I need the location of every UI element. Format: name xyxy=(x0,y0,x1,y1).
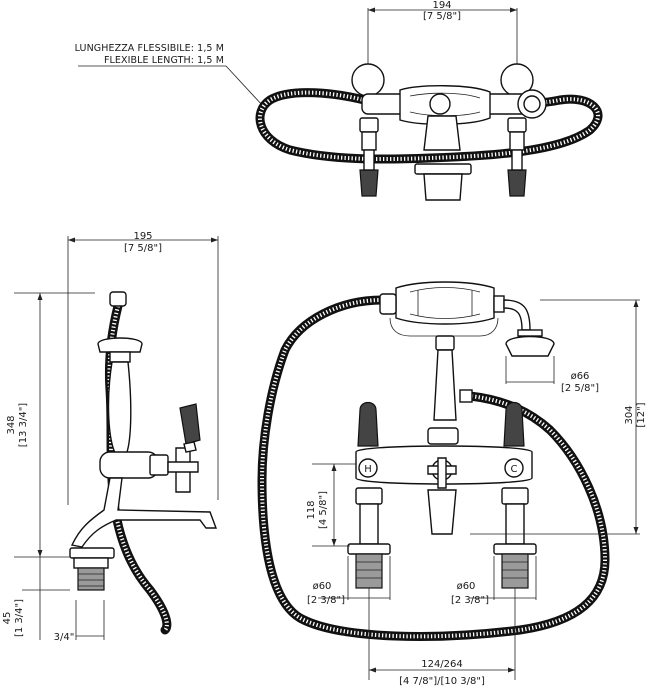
front-spout xyxy=(427,489,457,535)
front-hot-handle xyxy=(357,401,379,447)
side-base xyxy=(69,547,115,559)
hose-length-note-it: LUNGHEZZA FLESSIBILE: 1,5 M xyxy=(75,43,224,54)
top-view: 194 [7 5/8"] LUNGHEZZA FLESSIBILE: 1,5 M… xyxy=(75,0,603,201)
front-cold-handle xyxy=(503,401,525,447)
centers-in: [4 7/8"]/[10 3/8"] xyxy=(399,676,485,687)
side-shank-mm: 45 xyxy=(2,612,13,625)
side-spout xyxy=(70,477,218,548)
top-spout xyxy=(423,115,461,151)
front-shower-head xyxy=(505,335,555,357)
cold-mark: C xyxy=(511,464,518,475)
hot-mark: H xyxy=(364,464,372,475)
right-base-in: [2 3/8"] xyxy=(451,595,489,606)
shower-head-mm: ø66 xyxy=(571,371,590,382)
left-wall-rose xyxy=(351,63,385,97)
side-view: 195 [7 5/8"] 348 [13 3/4"] 45 [1 3/4"] 3… xyxy=(2,231,219,643)
side-shank-in: [1 3/4"] xyxy=(14,599,25,637)
side-pillar xyxy=(107,361,132,456)
top-cold-handle xyxy=(507,169,527,197)
side-height-in: [13 3/4"] xyxy=(18,403,29,447)
cradle-in: [12"] xyxy=(636,402,647,427)
side-spout-in: [7 5/8"] xyxy=(124,243,162,254)
side-shower-head xyxy=(97,337,143,353)
top-width-in: [7 5/8"] xyxy=(423,11,461,22)
top-width-mm: 194 xyxy=(432,0,451,11)
front-handshower xyxy=(395,281,495,325)
cradle-mm: 304 xyxy=(624,405,635,424)
body-in: [4 5/8"] xyxy=(318,491,329,529)
left-base-in: [2 3/8"] xyxy=(307,595,345,606)
right-base-mm: ø60 xyxy=(457,581,476,592)
side-handle xyxy=(179,403,201,445)
front-pillar xyxy=(433,349,457,421)
top-hot-handle xyxy=(359,169,379,197)
body-mm: 118 xyxy=(306,500,317,519)
front-view: H C 304 [12"] ø66 [2 5/8"] xyxy=(257,281,647,687)
shower-head-in: [2 5/8"] xyxy=(561,383,599,394)
side-height-mm: 348 xyxy=(6,415,17,434)
centers-mm: 124/264 xyxy=(421,659,463,670)
side-spout-mm: 195 xyxy=(133,231,152,242)
front-right-base xyxy=(493,543,537,555)
front-left-base xyxy=(347,543,391,555)
left-base-mm: ø60 xyxy=(313,581,332,592)
side-thread: 3/4" xyxy=(54,632,75,643)
hose-length-note-en: FLEXIBLE LENGTH: 1,5 M xyxy=(104,55,224,66)
